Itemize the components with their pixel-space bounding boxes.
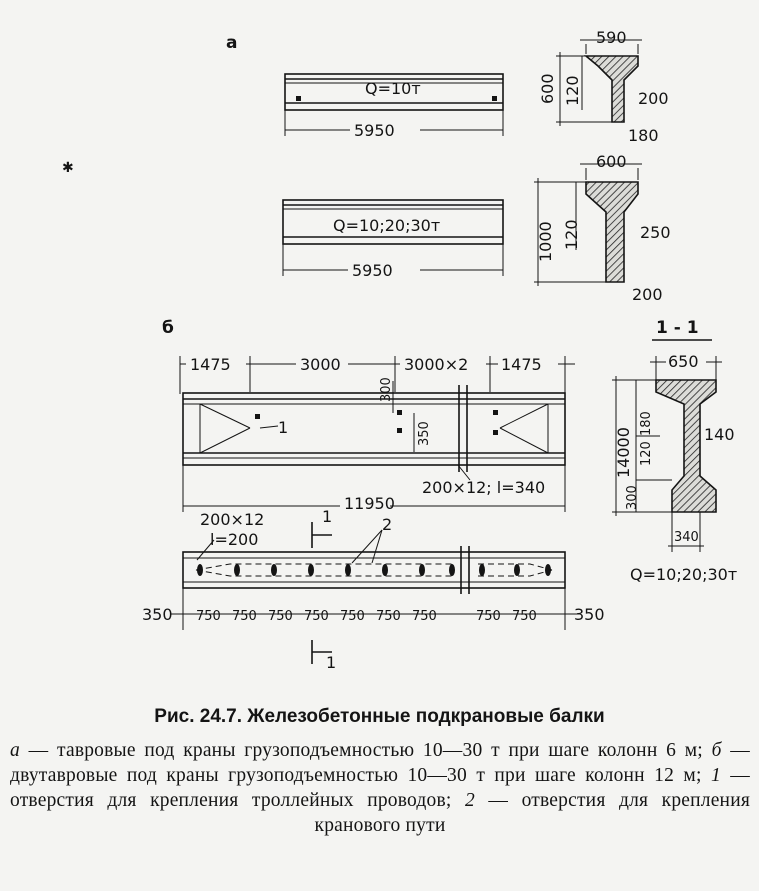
caption-b-text: — двутавровые под краны грузоподъемность… xyxy=(10,740,751,786)
section-h120: 120 xyxy=(639,441,654,466)
section-1-1: 1 - 1 650 14000 180 120 300 140 340 Q=10… xyxy=(612,318,737,584)
plan-hole xyxy=(545,564,551,576)
section-flange: 650 xyxy=(668,352,699,371)
plan-step-label: 750 xyxy=(512,609,537,624)
section-height: 14000 xyxy=(614,427,633,478)
beam1-section: 590 600 120 200 180 xyxy=(538,28,669,145)
section-title: 1 - 1 xyxy=(656,318,699,338)
beam1-flange: 590 xyxy=(596,28,627,47)
plan-step-label: 750 xyxy=(268,609,293,624)
beam3-dim-300: 300 xyxy=(379,377,394,402)
beam3-segment-dims: 1475 3000 3000×2 1475 xyxy=(179,355,575,394)
plan-step-label: 750 xyxy=(376,609,401,624)
plan-hole xyxy=(308,564,314,576)
beam3-seg-1475-left: 1475 xyxy=(190,355,231,374)
plan-step-labels: 750 750 750 750 750 750 750 750 750 xyxy=(196,609,537,624)
beam3-elevation: 1 300 350 200×12; l=340 xyxy=(182,377,566,497)
plan-step-label: 750 xyxy=(196,609,221,624)
plan-section-mark: 1 xyxy=(326,653,336,672)
plan-step-label: 750 xyxy=(476,609,501,624)
plan-step-label: 750 xyxy=(412,609,437,624)
section-flange-h: 180 xyxy=(639,411,654,436)
caption-n1: 1 xyxy=(710,765,721,786)
beam2-flange: 600 xyxy=(596,152,627,171)
beam2-web: 250 xyxy=(640,223,671,242)
beam2-flange-h: 120 xyxy=(562,219,581,250)
beam1-height: 600 xyxy=(538,73,557,104)
beam3-dim-350: 350 xyxy=(417,421,432,446)
plan-step-label: 750 xyxy=(232,609,257,624)
beam3-seg-1475-right: 1475 xyxy=(501,355,542,374)
plan-holes-note: 200×12 xyxy=(200,510,264,529)
plan-view: 200×12 l=200 1 2 xyxy=(182,507,566,594)
beam2-load: Q=10;20;30т xyxy=(333,216,440,235)
plan-holes xyxy=(197,564,551,576)
plan-end-left: 350 xyxy=(142,605,173,624)
beam1-length: 5950 xyxy=(354,121,395,140)
section-load: Q=10;20;30т xyxy=(630,565,737,584)
beam1-flange-h: 120 xyxy=(563,75,582,106)
beam3-seg-3000x2: 3000×2 xyxy=(404,355,468,374)
section-h300: 300 xyxy=(625,485,640,510)
beam3-seg-3000: 3000 xyxy=(300,355,341,374)
plan-hole xyxy=(449,564,455,576)
beam2-length: 5950 xyxy=(352,261,393,280)
plan-hole xyxy=(514,564,520,576)
figure-title: Рис. 24.7. Железобетонные подкрановые ба… xyxy=(154,706,605,727)
plan-spacing-dims: 350 350 750 750 750 750 750 750 750 750 750 1 xyxy=(142,588,605,672)
plan-hole xyxy=(419,564,425,576)
beam2-length-dim: 5950 xyxy=(282,244,504,280)
beam1-bottom: 180 xyxy=(628,126,659,145)
beam3-total: 11950 xyxy=(344,494,395,513)
plan-holes-l: l=200 xyxy=(210,530,258,549)
section-web: 140 xyxy=(704,425,735,444)
beam3-total-dim: 11950 xyxy=(182,465,566,513)
beam1-load: Q=10т xyxy=(365,79,421,98)
plan-hole xyxy=(271,564,277,576)
beam2-section: 600 1000 120 250 200 xyxy=(534,152,671,304)
plan-hole xyxy=(382,564,388,576)
beam2-elevation: Q=10;20;30т xyxy=(282,199,504,245)
beam3-marker-1: 1 xyxy=(278,418,288,437)
plan-hole xyxy=(234,564,240,576)
beam1-length-dim: 5950 xyxy=(284,110,504,140)
plan-step-label: 750 xyxy=(340,609,365,624)
plan-hole xyxy=(479,564,485,576)
caption-n1-text: — отверстия для крепления троллейных про… xyxy=(10,765,750,811)
plan-hole xyxy=(197,564,203,576)
label-a: а xyxy=(226,33,237,53)
caption-a-letter: а xyxy=(10,740,20,761)
figure-caption: а — тавровые под краны грузоподъемностью… xyxy=(10,738,750,838)
label-b: б xyxy=(162,318,174,338)
beam2-bottom: 200 xyxy=(632,285,663,304)
caption-n2-text: — отверстия для крепления кранового пути xyxy=(314,790,750,836)
plan-step-label: 750 xyxy=(304,609,329,624)
plan-end-right: 350 xyxy=(574,605,605,624)
caption-b-letter: б xyxy=(711,740,722,761)
beam1-web: 200 xyxy=(638,89,669,108)
plan-hole xyxy=(345,564,351,576)
smudge-mark: ✱ xyxy=(62,160,74,176)
beam3-holes-note: 200×12; l=340 xyxy=(422,478,545,497)
beam1-elevation: Q=10т xyxy=(284,73,504,111)
plan-marker-1: 1 xyxy=(322,507,332,526)
caption-a-text: — тавровые под краны грузоподъемностью 1… xyxy=(19,740,712,761)
beam-drawing: а Q=10т 5950 590 600 120 200 180 xyxy=(62,28,737,672)
plan-marker-2: 2 xyxy=(382,515,392,534)
beam2-height: 1000 xyxy=(536,221,555,262)
section-bottom: 340 xyxy=(674,530,699,545)
caption-n2: 2 xyxy=(464,790,475,811)
